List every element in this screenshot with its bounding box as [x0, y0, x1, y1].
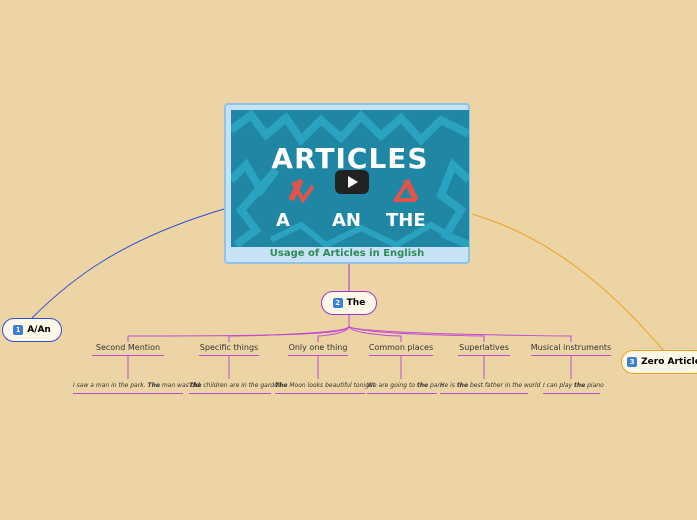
topic-the[interactable]: 2 The: [321, 291, 377, 315]
subtopic-only-one-thing[interactable]: Only one thing: [288, 343, 348, 352]
example-common-places[interactable]: We are going to the park: [367, 382, 443, 389]
example-text: I can play: [543, 382, 574, 389]
example-article: the: [456, 382, 469, 389]
subtopic-underline: [92, 355, 164, 356]
letter-an: AN: [332, 210, 361, 231]
subtopic-underline: [458, 355, 510, 356]
example-text: piano: [585, 382, 604, 389]
example-article: the: [416, 382, 429, 389]
letter-a: A: [276, 210, 290, 231]
central-topic[interactable]: ARTICLES A AN THE Usage of Articles in E…: [224, 103, 470, 264]
example-text: park: [428, 382, 444, 389]
example-underline: [73, 393, 183, 394]
subtopic-underline: [531, 355, 611, 356]
subtopic-underline: [199, 355, 259, 356]
example-text: Moon looks beautiful tonight: [287, 382, 376, 389]
example-text: best father in the world: [468, 382, 541, 389]
example-article: The: [275, 382, 288, 389]
example-underline: [275, 393, 365, 394]
example-text: man was old: [159, 382, 200, 389]
example-text: We are going to: [367, 382, 417, 389]
subtopic-underline: [369, 355, 433, 356]
number-icon: 3: [627, 357, 638, 367]
example-underline: [189, 393, 271, 394]
number-icon: 2: [332, 298, 343, 308]
subtopic-specific-things[interactable]: Specific things: [199, 343, 259, 352]
play-icon: [348, 176, 358, 188]
topic-label: Zero Article: [641, 357, 697, 367]
topic-a-an[interactable]: 1 A/An: [2, 318, 62, 342]
number-icon: 1: [13, 325, 24, 335]
example-article: the: [573, 382, 586, 389]
subtopic-superlatives[interactable]: Superlatives: [459, 343, 509, 352]
central-label: Usage of Articles in English: [269, 248, 425, 259]
example-underline: [543, 393, 600, 394]
subtopic-musical-instruments[interactable]: Musical instruments: [530, 343, 612, 352]
zigzag-pattern: [231, 110, 469, 247]
letter-the: THE: [386, 210, 426, 231]
subtopic-second-mention[interactable]: Second Mention: [95, 343, 161, 352]
example-article: The: [147, 382, 160, 389]
example-underline: [440, 393, 528, 394]
topic-label: The: [346, 298, 366, 308]
video-title: ARTICLES: [271, 142, 429, 175]
example-underline: [367, 393, 437, 394]
topic-zero-article[interactable]: 3 Zero Article: [621, 350, 697, 374]
example-specific-things[interactable]: The children are in the garden: [189, 382, 282, 389]
example-text: He is: [440, 382, 457, 389]
example-only-one-thing[interactable]: The Moon looks beautiful tonight: [275, 382, 375, 389]
example-second-mention[interactable]: I saw a man in the park. The man was old: [73, 382, 200, 389]
example-superlatives[interactable]: He is the best father in the world: [440, 382, 541, 389]
example-text: I saw a man in the park.: [73, 382, 148, 389]
example-article: The: [189, 382, 202, 389]
video-thumbnail[interactable]: ARTICLES A AN THE: [231, 110, 469, 247]
topic-label: A/An: [27, 325, 51, 335]
example-text: children are in the garden: [201, 382, 282, 389]
subtopic-common-places[interactable]: Common places: [368, 343, 434, 352]
example-musical-instruments[interactable]: I can play the piano: [543, 382, 604, 389]
play-button[interactable]: [335, 170, 369, 194]
subtopic-underline: [288, 355, 348, 356]
